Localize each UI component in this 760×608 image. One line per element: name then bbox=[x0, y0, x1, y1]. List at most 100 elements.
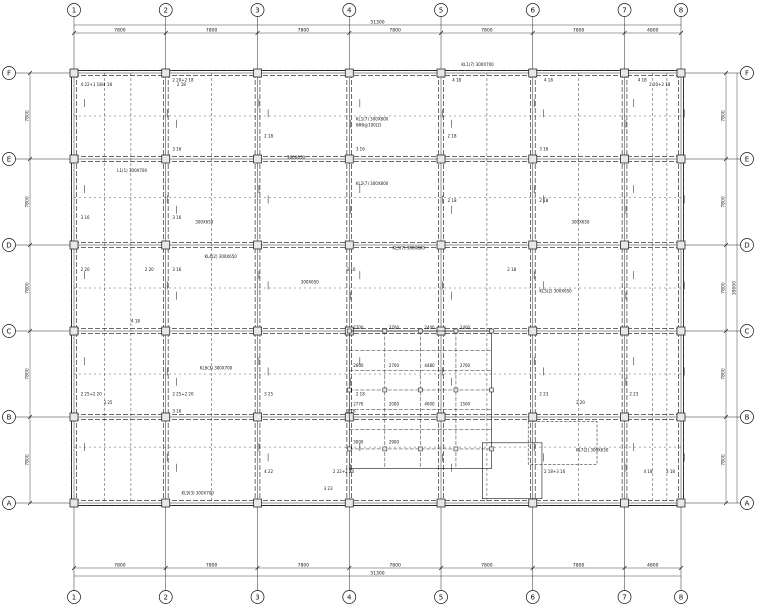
grid-lines bbox=[14, 16, 746, 592]
top-total-text: 51300 bbox=[370, 20, 384, 26]
beam-annotation-11: 2 18 bbox=[448, 134, 457, 139]
column-5F bbox=[436, 68, 446, 78]
grid-bubble-label-row-D-right: D bbox=[744, 242, 749, 250]
top-dim-tick-2 bbox=[255, 30, 260, 36]
grid-bubble-label-col-5-top: 5 bbox=[439, 7, 443, 15]
beam-annotation-20: 3 16 bbox=[81, 215, 90, 220]
column-6A bbox=[528, 498, 538, 508]
grid-bubble-label-col-8-top: 8 bbox=[679, 7, 683, 15]
grid-bubble-col-8-top bbox=[674, 3, 688, 17]
grid-bubble-col-2-top bbox=[158, 3, 173, 17]
column-7C bbox=[620, 326, 629, 336]
beam-annotation-21: 3 16 bbox=[172, 215, 181, 220]
stair-column-2-3 bbox=[418, 387, 423, 393]
beam-annotation-41: 2 23 bbox=[629, 392, 638, 397]
column-8C bbox=[676, 326, 686, 336]
grid-bubble-col-1-top bbox=[67, 3, 81, 17]
bottom-dim-tick-4 bbox=[438, 565, 444, 571]
beam-annotation-1: 2 20+2 18 bbox=[172, 78, 194, 83]
grid-bubble-label-col-3-bottom: 3 bbox=[255, 594, 259, 602]
grid-bubble-label-col-7-bottom: 7 bbox=[622, 594, 626, 602]
stair-dimension-2: 2400 bbox=[424, 325, 435, 330]
grid-bubble-col-3-top bbox=[250, 3, 265, 17]
column-1E bbox=[69, 154, 79, 164]
grid-bubble-label-col-2-top: 2 bbox=[164, 7, 168, 15]
grid-bubble-col-3-bottom bbox=[250, 590, 265, 604]
bottom-dim-tick-3 bbox=[347, 565, 352, 571]
column-2A bbox=[161, 498, 171, 508]
beam-annotation-17: 2 18 bbox=[448, 198, 457, 203]
grid-bubble-col-4-bottom bbox=[342, 590, 357, 604]
grid-bubble-label-row-E-left: E bbox=[7, 156, 11, 164]
bottom-dim-text-3: 7800 bbox=[389, 563, 401, 569]
beam-annotation-9: 6Φ8@100(2) bbox=[356, 122, 382, 127]
beam-annotation-47: 3 23 bbox=[324, 486, 333, 491]
grid-bubble-col-5-top bbox=[434, 3, 448, 17]
stair-dimension-11: 1500 bbox=[460, 401, 471, 406]
right-dim-tick-0 bbox=[723, 70, 729, 76]
column-7A bbox=[620, 498, 629, 508]
column-8A bbox=[676, 498, 686, 508]
left-dim-text-2: 7800 bbox=[25, 282, 31, 294]
bottom-total-text: 51300 bbox=[370, 571, 384, 577]
column-4A bbox=[344, 498, 354, 508]
right-dim-text-3: 7800 bbox=[721, 368, 727, 380]
structural-columns bbox=[69, 68, 686, 508]
column-1B bbox=[69, 412, 79, 422]
beam-annotation-0: KL1(7) 300X700 bbox=[461, 62, 494, 67]
beam-annotation-43: 3 16 bbox=[347, 409, 356, 414]
right-dim-text-4: 7800 bbox=[721, 454, 727, 466]
beam-lines bbox=[71, 70, 684, 506]
bottom-dim-tick-2 bbox=[255, 565, 260, 571]
beam-annotation-34: KL6(3) 300X700 bbox=[200, 366, 233, 371]
grid-bubble-col-2-bottom bbox=[158, 590, 173, 604]
grid-bubble-row-E-right bbox=[740, 152, 754, 166]
stair-column-0-6 bbox=[347, 446, 352, 452]
beam-annotation-7: 2 20+2 18 bbox=[649, 82, 671, 87]
grid-bubble-label-row-F-right: F bbox=[745, 70, 749, 78]
beam-annotation-12: 3 16 bbox=[172, 146, 181, 151]
stair-column-4-6 bbox=[489, 446, 494, 452]
bottom-dim-text-5: 7800 bbox=[573, 563, 585, 569]
grid-bubble-row-A-right bbox=[740, 496, 754, 510]
stair-dimension-13: 2900 bbox=[389, 440, 400, 445]
stair-dimension-3: 2400 bbox=[460, 325, 471, 330]
stair-column-0-0 bbox=[347, 328, 352, 334]
grid-bubble-col-7-top bbox=[617, 3, 632, 17]
beam-annotation-8: KL1(7) 300X800 bbox=[356, 116, 389, 121]
bottom-dim-tick-1 bbox=[163, 565, 168, 571]
grid-bubble-label-row-C-right: C bbox=[745, 328, 750, 336]
left-dim-tick-1 bbox=[27, 156, 33, 162]
grid-bubble-row-C-left bbox=[2, 324, 16, 338]
left-dim-text-0: 7800 bbox=[25, 110, 31, 122]
beam-annotation-50: 4 18 bbox=[643, 469, 652, 474]
top-dim-text-4: 7800 bbox=[481, 28, 493, 34]
left-dim-tick-5 bbox=[27, 500, 33, 506]
grid-bubble-col-6-top bbox=[525, 3, 540, 17]
beam-annotation-46: 2 22+2 20 bbox=[333, 469, 355, 474]
column-4E bbox=[344, 154, 354, 164]
top-dim-tick-0 bbox=[71, 30, 77, 36]
top-dim-text-2: 7800 bbox=[298, 28, 310, 34]
slab-outline bbox=[71, 70, 684, 506]
beam-annotation-6: 4 18 bbox=[638, 78, 647, 83]
grid-bubble-label-col-5-bottom: 5 bbox=[439, 594, 443, 602]
column-8F bbox=[676, 68, 686, 78]
beam-annotation-14: 3 16 bbox=[539, 146, 548, 151]
stair-column-0-3 bbox=[347, 387, 352, 393]
stair-dimension-1: 2700 bbox=[389, 325, 400, 330]
beam-annotation-18: 2 18 bbox=[539, 198, 548, 203]
right-dim-text-1: 7800 bbox=[721, 196, 727, 208]
stair-column-2-0 bbox=[418, 328, 423, 334]
stair-dimension-0: 2700 bbox=[353, 325, 364, 330]
beam-annotation-25: 2 20 bbox=[145, 267, 154, 272]
beam-annotation-39: 2 18 bbox=[356, 392, 365, 397]
top-dim-text-3: 7800 bbox=[389, 28, 401, 34]
beam-annotation-16: L1(1) 300X700 bbox=[117, 168, 147, 173]
beam-annotation-24: 2 20 bbox=[81, 267, 90, 272]
grid-bubble-row-F-left bbox=[2, 66, 16, 80]
column-5D bbox=[436, 240, 446, 250]
beam-annotation-2: 4 22+1 18/4 18 bbox=[81, 82, 113, 87]
beam-annotation-45: 4 22 bbox=[264, 469, 273, 474]
